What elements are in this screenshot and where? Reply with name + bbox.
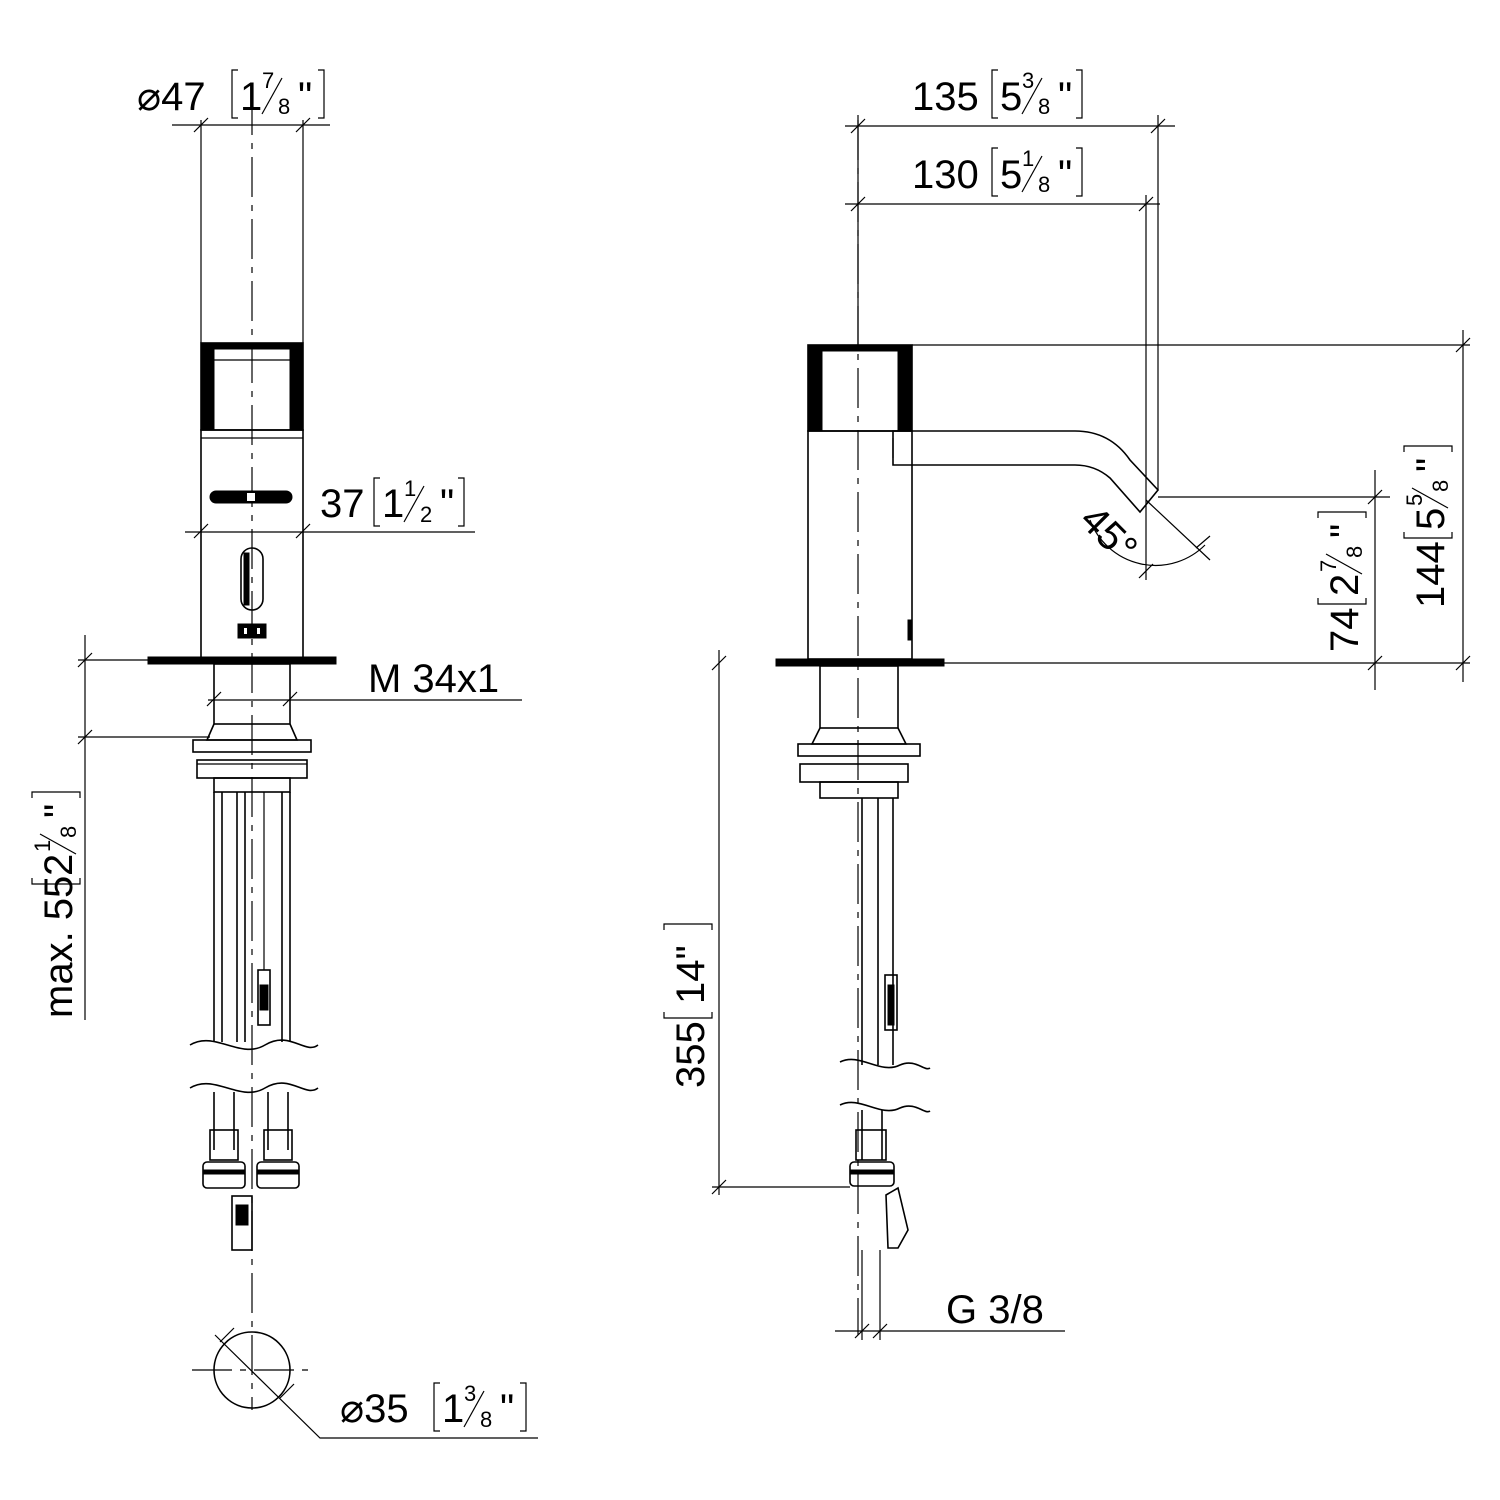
dim-deck-thickness: max. 55 2 1 8 " [30,635,210,1020]
side-mounting-shank [797,665,921,799]
side-hoses-lower [849,1110,909,1249]
dim-hole-diameter-symbol: ⌀ [340,1387,364,1431]
dim-reach-spout: 130 5 1 8 " [845,146,1160,500]
front-knurled-cap [200,342,304,431]
dim-top-diameter-inch-num: 7 [262,68,274,93]
dim-thread: M 34x1 [206,657,522,707]
front-body [200,429,304,659]
dim-thread-label: M 34x1 [368,657,499,701]
dim-hose-length: 355 14" [663,650,850,1195]
dim-sensor-height-inch-mark: " [440,482,454,526]
dim-spout-height-inch-mark: " [1323,524,1367,538]
dim-spout-height-inch-den: 8 [1342,546,1367,558]
dim-total-height-inch-den: 8 [1428,480,1453,492]
dim-spout-height-inch-num: 7 [1316,560,1341,572]
dim-sensor-height: 37 1 1 2 " [185,476,475,539]
dim-spout-height: 74 2 7 8 " [944,470,1470,690]
front-hole-circle [192,1331,312,1409]
svg-text:⌀47: ⌀47 [137,75,206,119]
side-break-bottom [839,1101,931,1113]
dim-total-height: 144 5 5 8 " [912,330,1471,682]
side-break-top [839,1058,931,1070]
dim-reach-outer-inch-whole: 5 [1000,75,1022,119]
dim-total-height-inch-num: 5 [1402,494,1427,506]
dim-hole-diameter-inch-den: 8 [480,1407,492,1432]
dim-top-diameter-inch-whole: 1 [240,75,262,119]
dim-sensor-height-inch-whole: 1 [382,482,404,526]
dim-deck-thickness-inch-whole: 2 [37,854,81,876]
dim-deck-thickness-prefix: max. [37,931,81,1018]
dim-reach-outer-value: 135 [912,75,979,119]
dim-top-diameter-inch-den: 8 [278,94,290,119]
dim-deck-thickness-value: 55 [37,876,81,921]
dim-hose-length-value: 355 [669,1021,713,1088]
front-mounting-shank [192,663,312,793]
side-hoses-upper [861,798,898,1065]
dim-hole-diameter-inch-whole: 1 [442,1387,464,1431]
dim-hole-diameter-inch-num: 3 [464,1381,476,1406]
dim-deck-thickness-inch-mark: " [37,804,81,818]
dim-top-diameter-symbol: ⌀ [137,75,161,119]
front-hoses-lower [202,1092,300,1251]
dim-reach-spout-inch-den: 8 [1038,172,1050,197]
dim-sensor-height-inch-num: 1 [404,476,416,501]
dim-reach-outer-inch-den: 8 [1038,94,1050,119]
svg-text:max. 55: max. 55 [37,876,81,1018]
dim-deck-thickness-inch-den: 8 [56,826,81,838]
dim-top-diameter: ⌀47 1 7 8 " [137,68,330,343]
dim-spout-angle-value: 45° [1072,497,1146,571]
dim-connection: G 3/8 [835,1250,1065,1340]
side-spout [892,430,1160,514]
dim-spout-height-inch-whole: 2 [1323,574,1367,596]
dim-reach-spout-value: 130 [912,153,979,197]
side-knurled-cap [807,344,913,432]
svg-text:⌀35: ⌀35 [340,1387,409,1431]
dim-reach-outer-inch-num: 3 [1022,68,1034,93]
front-deck-plate [147,656,337,665]
front-hoses-upper [213,792,291,1042]
dim-top-diameter-inch-mark: " [298,75,312,119]
dim-spout-angle: 45° [1072,497,1211,580]
dim-reach-outer: 135 5 3 8 " [845,68,1175,490]
side-deck-plate [775,658,945,667]
dim-hole-diameter-value: 35 [364,1387,409,1431]
dim-total-height-value: 144 [1409,541,1453,608]
dim-hole-diameter: ⌀35 1 3 8 " [214,1327,538,1439]
side-view: 135 5 3 8 " 130 5 1 8 " [663,68,1471,1340]
dim-sensor-height-inch-den: 2 [420,502,432,527]
dim-sensor-height-value: 37 [320,482,365,526]
dim-hose-length-inch: 14" [669,945,713,1004]
dim-deck-thickness-inch-num: 1 [30,840,55,852]
dim-reach-spout-inch-whole: 5 [1000,153,1022,197]
front-view: ⌀47 1 7 8 " 37 1 1 2 " M [30,68,538,1439]
dim-reach-spout-inch-mark: " [1058,153,1072,197]
dim-hole-diameter-inch-mark: " [500,1387,514,1431]
dim-connection-label: G 3/8 [946,1288,1044,1332]
dim-reach-spout-inch-num: 1 [1022,146,1034,171]
dim-spout-height-value: 74 [1323,608,1367,653]
dim-top-diameter-value: 47 [161,75,206,119]
dim-total-height-inch-mark: " [1409,458,1453,472]
front-break-bottom [189,1082,319,1094]
dim-total-height-inch-whole: 5 [1409,508,1453,530]
front-break-top [189,1039,319,1051]
dim-reach-outer-inch-mark: " [1058,75,1072,119]
